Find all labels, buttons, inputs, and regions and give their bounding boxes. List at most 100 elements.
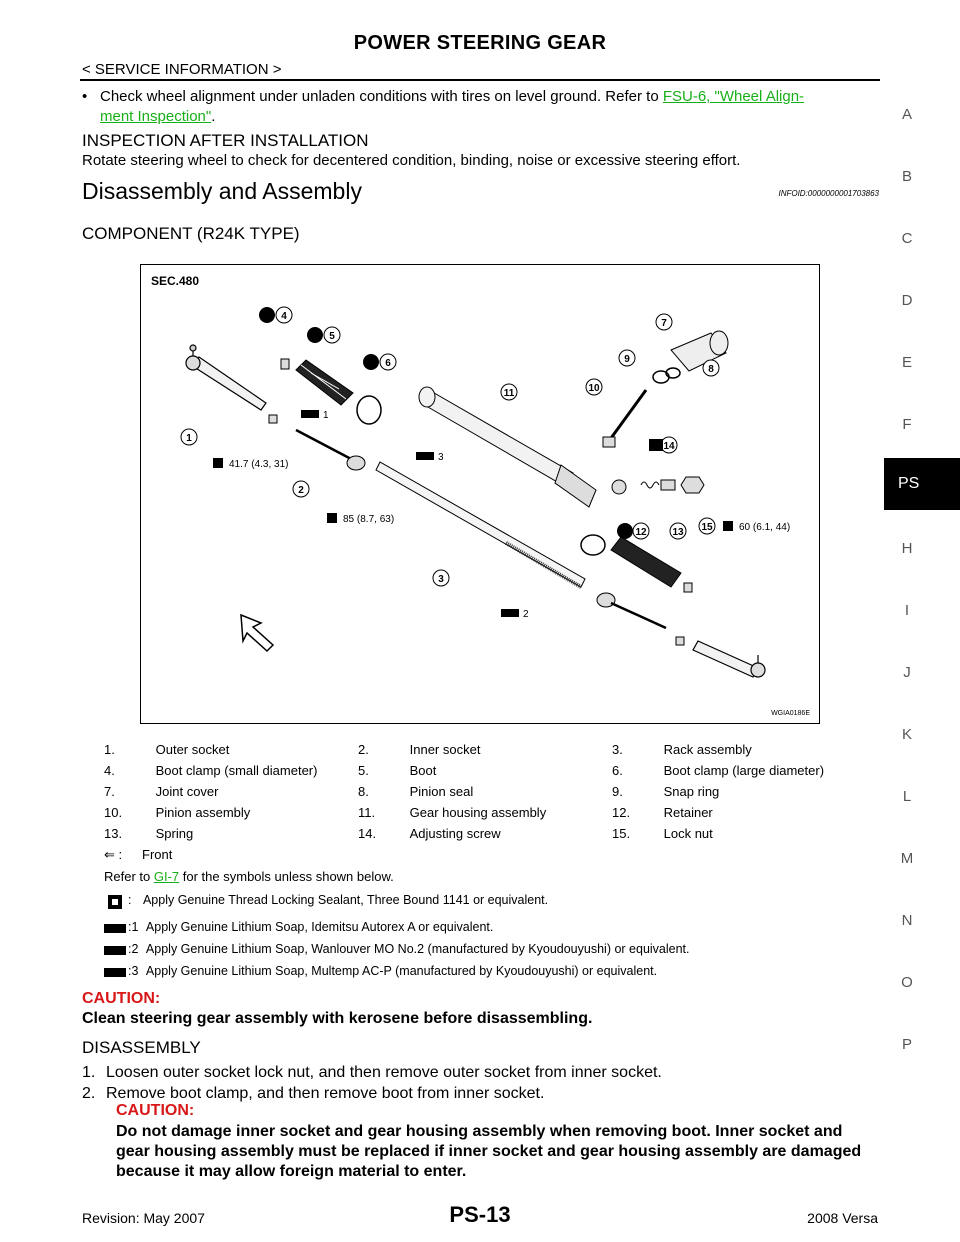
joint-cover <box>670 330 729 372</box>
front-label: Front <box>142 847 173 862</box>
boot-clamp-large-right <box>580 534 606 556</box>
discard-icon-5 <box>307 327 323 343</box>
callout-12: 12 <box>635 527 647 538</box>
boot-right <box>610 536 682 588</box>
rack-assembly <box>375 461 586 589</box>
side-index-n[interactable]: N <box>901 912 913 929</box>
torque-2: 85 (8.7, 63) <box>343 514 394 525</box>
lock-nut-pinion <box>680 476 705 494</box>
legend-row: 4. Boot clamp (small diameter) 5. Boot 6… <box>104 763 844 783</box>
pinion-assembly <box>602 389 648 448</box>
callout-7: 7 <box>661 318 667 329</box>
outer-socket-left <box>185 344 267 411</box>
discard-icon-4 <box>259 307 275 323</box>
grease-icon <box>104 922 126 934</box>
discard-icon-6 <box>363 354 379 370</box>
boot-clamp-small-right <box>683 582 693 593</box>
outer-socket-right <box>692 640 766 678</box>
sealant-icon <box>104 894 126 909</box>
boot-left <box>295 359 354 406</box>
legend-front: ⇐ : Front <box>104 847 844 867</box>
bullet-dot: • <box>82 88 88 105</box>
exploded-view-figure: SEC.480 <box>140 264 820 724</box>
legend-item: 9. Snap ring <box>612 784 720 799</box>
inspection-heading: INSPECTION AFTER INSTALLATION <box>82 131 369 150</box>
legend-item: 8. Pinion seal <box>358 784 474 799</box>
callout-14: 14 <box>663 441 675 452</box>
side-index-j[interactable]: J <box>903 664 911 681</box>
sec-label: SEC.480 <box>151 274 199 288</box>
side-index-c[interactable]: C <box>901 230 913 247</box>
boot-clamp-large-left <box>356 395 382 425</box>
info-id: INFOID:0000000001703863 <box>778 189 879 198</box>
bullet-end: . <box>211 108 216 125</box>
legend-item: 14. Adjusting screw <box>358 826 501 841</box>
sealant-icon-14 <box>649 439 663 451</box>
fsu-6-link[interactable]: FSU-6, "Wheel Align- <box>662 88 805 105</box>
symbol-row-grease-3: :3 Apply Genuine Lithium Soap, Multemp A… <box>104 964 657 978</box>
side-index-i[interactable]: I <box>904 602 910 619</box>
discard-icon-12 <box>617 523 633 539</box>
exploded-view-diagram: SEC.480 <box>151 274 810 717</box>
callout-11: 11 <box>504 388 515 399</box>
callout-8: 8 <box>708 364 714 375</box>
discard-marks <box>259 307 633 539</box>
disassembly-subheading: DISASSEMBLY <box>82 1038 201 1057</box>
alignment-bullet: •Check wheel alignment under unladen con… <box>82 87 882 127</box>
lock-nut-right <box>675 636 685 646</box>
side-index-e[interactable]: E <box>901 354 912 371</box>
callouts: 1 2 3 4 5 6 7 8 9 10 11 12 13 14 15 <box>180 306 720 587</box>
grease-icon <box>104 944 126 956</box>
grease-icon-1 <box>301 410 319 418</box>
torque-icon-2 <box>327 513 337 523</box>
caution-heading: CAUTION: <box>82 990 161 1007</box>
callout-13: 13 <box>672 527 684 538</box>
gi-7-link[interactable]: GI-7 <box>153 869 180 884</box>
legend-item: 4. Boot clamp (small diameter) <box>104 763 318 778</box>
legend-row: 7. Joint cover 8. Pinion seal 9. Snap ri… <box>104 784 844 804</box>
side-index-h[interactable]: H <box>901 540 913 557</box>
retainer <box>611 479 627 495</box>
side-index-b[interactable]: B <box>901 168 912 185</box>
callout-4: 4 <box>281 311 287 322</box>
grease-icon <box>104 966 126 978</box>
side-index-p[interactable]: P <box>901 1036 912 1053</box>
step-2: 2.Remove boot clamp, and then remove boo… <box>82 1085 545 1102</box>
grease-1: 1 <box>323 410 329 421</box>
side-index-f[interactable]: F <box>902 416 912 433</box>
side-index: A B C D E F PS H I J K L M N O P <box>884 0 960 1242</box>
legend-row: 10. Pinion assembly 11. Gear housing ass… <box>104 805 844 825</box>
side-index-d[interactable]: D <box>901 292 913 309</box>
side-index-m[interactable]: M <box>900 850 914 867</box>
legend-item: 12. Retainer <box>612 805 713 820</box>
callout-3: 3 <box>438 574 444 585</box>
legend-item: 2. Inner socket <box>358 742 481 757</box>
legend-item: 1. Outer socket <box>104 742 230 757</box>
symbol-row-grease-2: :2 Apply Genuine Lithium Soap, Wanlouver… <box>104 942 690 956</box>
torque-icon-3 <box>723 521 733 531</box>
legend-item: 7. Joint cover <box>104 784 219 799</box>
side-index-ps-active[interactable]: PS <box>884 458 960 510</box>
refer-note: Refer to GI-7 for the symbols unless sho… <box>104 869 394 884</box>
front-symbol: ⇐ : <box>104 847 123 862</box>
model-year: 2008 Versa <box>807 1210 878 1226</box>
revision-date: Revision: May 2007 <box>82 1210 205 1226</box>
grease-icon-2 <box>501 609 519 617</box>
torque-3: 60 (6.1, 44) <box>739 522 790 533</box>
disassembly-heading: Disassembly and Assembly <box>82 178 362 204</box>
fsu-6-link-cont[interactable]: ment Inspection" <box>100 108 212 125</box>
legend-row: 1. Outer socket 2. Inner socket 3. Rack … <box>104 742 844 762</box>
side-index-o[interactable]: O <box>901 974 913 991</box>
torque-icon-1 <box>213 458 223 468</box>
side-index-a[interactable]: A <box>901 106 912 123</box>
grease-icon-3 <box>416 452 434 460</box>
side-index-k[interactable]: K <box>901 726 912 743</box>
front-arrow-icon <box>240 613 275 653</box>
symbol-row-grease-1: :1 Apply Genuine Lithium Soap, Idemitsu … <box>104 920 493 934</box>
inner-socket-right <box>596 592 667 630</box>
legend-item: 10. Pinion assembly <box>104 805 251 820</box>
side-index-l[interactable]: L <box>902 788 912 805</box>
lock-nut-left <box>268 414 278 424</box>
callout-2: 2 <box>298 485 304 496</box>
title-rule <box>80 79 880 81</box>
